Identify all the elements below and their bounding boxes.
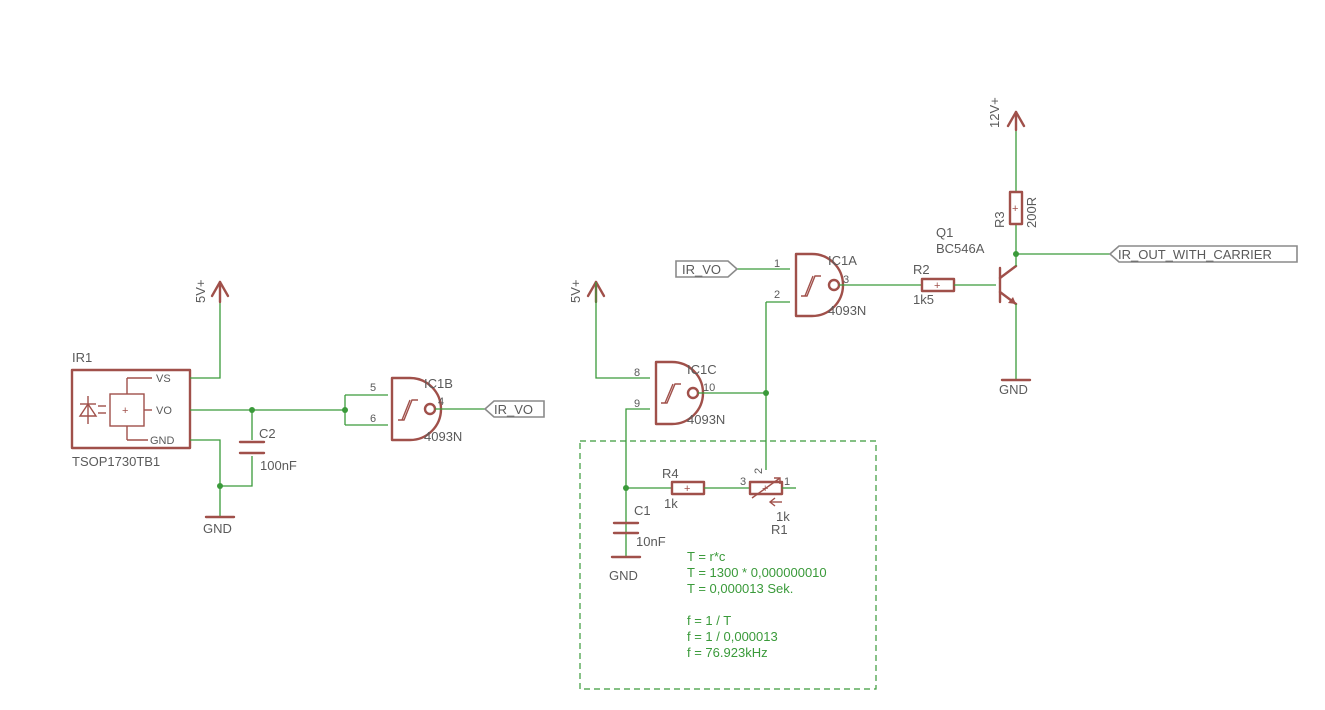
port-ir-out-label: IR_OUT_WITH_CARRIER xyxy=(1118,247,1272,262)
ir1-value: TSOP1730TB1 xyxy=(72,454,160,469)
svg-text:+: + xyxy=(122,405,128,417)
vcc-12v-label: 12V+ xyxy=(987,97,1002,128)
port-ir-vo-in-label: IR_VO xyxy=(682,262,721,277)
ic1b-value: 4093N xyxy=(424,429,462,444)
c1-name: C1 xyxy=(634,503,651,518)
capacitor-c1 xyxy=(612,521,640,535)
note-line-3: T = 0,000013 Sek. xyxy=(687,581,793,596)
vcc-5v-left-symbol xyxy=(210,280,230,304)
photodiode-icon xyxy=(78,396,106,424)
c2-name: C2 xyxy=(259,426,276,441)
c2-value: 100nF xyxy=(260,458,297,473)
ic1b-pin-out: 4 xyxy=(438,396,444,408)
r1-pin-2: 2 xyxy=(753,468,765,474)
gnd-right-label: GND xyxy=(999,382,1028,397)
note-line-4: f = 1 / T xyxy=(687,613,731,628)
r4-name: R4 xyxy=(662,466,679,481)
c1-value: 10nF xyxy=(636,534,666,549)
ic1c-pin-b: 9 xyxy=(634,398,640,410)
vcc-5v-mid-label: 5V+ xyxy=(568,280,583,304)
ir-receiver-ir1: + VS VO GND xyxy=(70,368,192,450)
vcc-12v-symbol xyxy=(1006,110,1026,132)
ic1c-name: IC1C xyxy=(687,362,717,377)
svg-text:+: + xyxy=(934,280,940,292)
ic1a-name: IC1A xyxy=(828,253,857,268)
q1-name: Q1 xyxy=(936,225,953,240)
r1-value: 1k xyxy=(776,509,790,524)
ic1b-pin-b: 6 xyxy=(370,413,376,425)
ir1-pin-vs: VS xyxy=(156,373,171,385)
transistor-q1 xyxy=(998,264,1018,306)
ic1b-pin-a: 5 xyxy=(370,382,376,394)
ir1-pin-gnd: GND xyxy=(150,435,175,447)
resistor-r3: + xyxy=(1008,190,1024,226)
note-line-5: f = 1 / 0,000013 xyxy=(687,629,778,644)
note-line-1: T = r*c xyxy=(687,549,726,564)
r2-name: R2 xyxy=(913,262,930,277)
note-line-6: f = 76.923kHz xyxy=(687,645,768,660)
r3-value: 200R xyxy=(1024,197,1039,228)
ic1a-value: 4093N xyxy=(828,303,866,318)
ic1a-pin-b: 2 xyxy=(774,289,780,301)
ic1c-value: 4093N xyxy=(687,412,725,427)
vcc-5v-left-label: 5V+ xyxy=(193,280,208,304)
ic1a-pin-a: 1 xyxy=(774,258,780,270)
ir1-pin-vo: VO xyxy=(156,405,172,417)
ir1-name: IR1 xyxy=(72,350,92,365)
r1-name: R1 xyxy=(771,522,788,537)
gnd-mid-label: GND xyxy=(609,568,638,583)
capacitor-c2 xyxy=(238,440,266,455)
r3-name: R3 xyxy=(992,211,1007,228)
potentiometer-r1: + xyxy=(748,477,784,507)
svg-text:+: + xyxy=(684,483,690,495)
note-line-2: T = 1300 * 0,000000010 xyxy=(687,565,827,580)
port-ir-vo-in xyxy=(675,260,739,278)
r1-pin-3: 3 xyxy=(740,476,746,488)
ic1b-name: IC1B xyxy=(424,376,453,391)
port-ir-vo-out xyxy=(483,400,545,418)
ic1a-pin-out: 3 xyxy=(843,274,849,286)
r1-pin-1: 1 xyxy=(784,476,790,488)
svg-text:+: + xyxy=(1012,203,1018,215)
r2-value: 1k5 xyxy=(913,292,934,307)
gnd-left-label: GND xyxy=(203,521,232,536)
port-ir-out-with-carrier xyxy=(1108,245,1298,263)
q1-value: BC546A xyxy=(936,241,985,256)
port-ir-vo-out-label: IR_VO xyxy=(494,402,533,417)
resistor-r2: + xyxy=(920,277,956,293)
resistor-r4: + xyxy=(670,480,706,496)
ic1c-pin-a: 8 xyxy=(634,367,640,379)
ic1c-pin-out: 10 xyxy=(703,382,715,394)
calculation-frame xyxy=(579,440,877,690)
r4-value: 1k xyxy=(664,496,678,511)
